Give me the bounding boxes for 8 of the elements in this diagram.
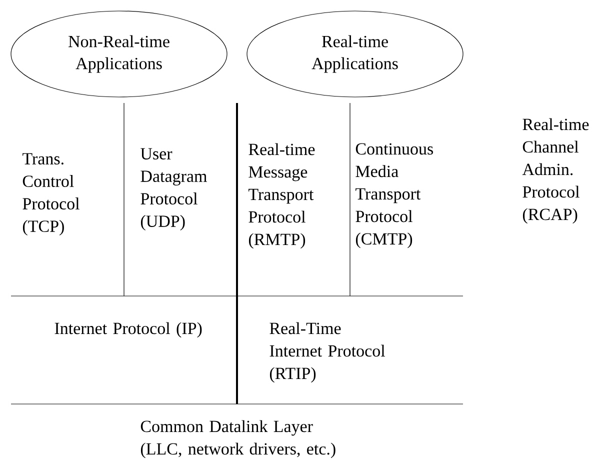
protocol-label: Continuous Media Transport Protocol (CMTP) [356,143,433,248]
protocol-label: Common Datalink Layer (LLC, network drivers, etc.) [140,420,336,458]
protocol-label: Trans. Control Protocol (TCP) [22,153,80,236]
protocol-label: Real-time Message Transport Protocol (RMTP) [248,143,315,249]
protocol-label: Real-Time Internet Protocol (RTIP) [270,322,385,383]
protocol-label: Internet Protocol (IP) [54,322,202,338]
protocol-label: User Datagram Protocol (UDP) [140,148,207,230]
protocol-label: Real-time Channel Admin. Protocol (RCAP) [522,118,589,224]
